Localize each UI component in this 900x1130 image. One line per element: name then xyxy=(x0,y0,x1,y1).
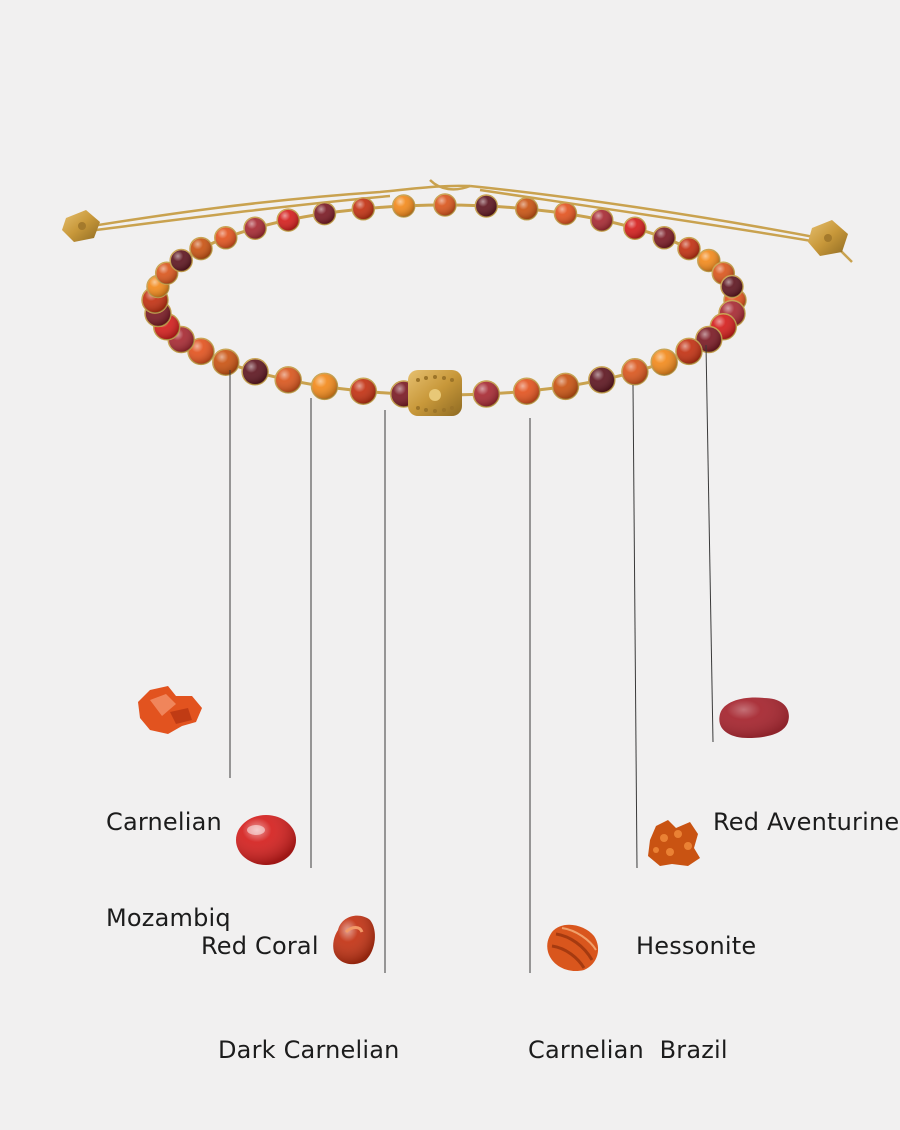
end-bead-right xyxy=(808,220,848,256)
label-red-aventurine-text: Red Aventurine xyxy=(713,808,900,836)
bracelet-bead-shine xyxy=(214,226,237,249)
bracelet-bead-shine xyxy=(275,366,302,393)
label-carnelian-brazil-text: Carnelian Brazil xyxy=(528,1036,728,1064)
bracelet-bead-shine xyxy=(651,349,678,376)
center-gold-bead xyxy=(408,370,462,416)
left-cord xyxy=(79,184,471,230)
bracelet-bead-shine xyxy=(676,338,702,365)
bracelet-bead-shine xyxy=(242,358,269,385)
bracelet-beads xyxy=(141,193,747,408)
bracelet-bead-shine xyxy=(721,275,743,298)
bracelet-bead-shine xyxy=(621,358,648,385)
label-carnelian-brazil: Carnelian Brazil xyxy=(528,970,728,1130)
bracelet-bead-shine xyxy=(313,202,336,225)
label-carnelian-mozambiq-line2: Mozambiq xyxy=(106,904,231,932)
label-carnelian-mozambiq: Carnelian Mozambiq xyxy=(106,742,231,998)
bracelet-bead-shine xyxy=(434,194,456,216)
label-red-aventurine: Red Aventurine xyxy=(713,742,899,902)
bracelet-bead-shine xyxy=(590,209,613,232)
bracelet-bead-shine xyxy=(352,197,375,220)
bracelet-bead-shine xyxy=(554,202,577,225)
bracelet-bead-shine xyxy=(473,381,500,407)
label-hessonite: Hessonite xyxy=(636,866,756,1026)
right-cord-strand xyxy=(479,188,836,247)
label-red-coral: Red Coral xyxy=(201,866,319,1026)
leader-hessonite xyxy=(632,384,638,869)
bracelet-bead-shine xyxy=(350,378,377,405)
label-hessonite-text: Hessonite xyxy=(636,932,757,960)
right-cord xyxy=(469,184,831,242)
left-cord-strand xyxy=(79,194,391,234)
bracelet-loop xyxy=(153,203,737,397)
stone-carnelian-brazil xyxy=(547,924,599,972)
stone-dark-carnelian xyxy=(333,915,375,965)
bracelet-bead-shine xyxy=(244,217,267,240)
bracelet-bead-shine xyxy=(475,195,498,217)
bracelet-bead-shine xyxy=(170,249,193,272)
bracelet-bead-shine xyxy=(190,237,212,260)
bracelet-bead-shine xyxy=(678,237,700,260)
bracelet-bead-shine xyxy=(588,366,615,393)
bracelet-bead-shine xyxy=(552,373,579,400)
stone-hessonite xyxy=(648,820,700,866)
bracelet-bead-shine xyxy=(188,338,214,365)
label-dark-carnelian-text: Dark Carnelian xyxy=(218,1036,400,1064)
bracelet-bead-shine xyxy=(515,197,538,220)
bracelet-bead-shine xyxy=(311,373,338,400)
stone-red-coral xyxy=(236,815,296,865)
leader-lines xyxy=(229,344,714,973)
label-carnelian-mozambiq-line1: Carnelian xyxy=(106,808,222,836)
end-bead-left xyxy=(62,210,100,242)
bracelet-bead-shine xyxy=(623,217,646,240)
bracelet-bead-shine xyxy=(695,326,722,353)
bracelet-bead-shine xyxy=(653,226,676,249)
label-dark-carnelian: Dark Carnelian xyxy=(218,970,400,1130)
cord-tassel-left xyxy=(429,179,471,191)
bracelet-bead-shine xyxy=(212,349,239,376)
bracelet-bead-shine xyxy=(277,209,300,232)
bracelet-bead-shine xyxy=(392,195,415,217)
stone-carnelian-mozambiq xyxy=(138,686,202,734)
stone-red-aventurine xyxy=(719,697,789,738)
bracelet-bead-shine xyxy=(513,378,540,405)
leader-red-aventurine xyxy=(705,344,714,743)
label-red-coral-text: Red Coral xyxy=(201,932,319,960)
